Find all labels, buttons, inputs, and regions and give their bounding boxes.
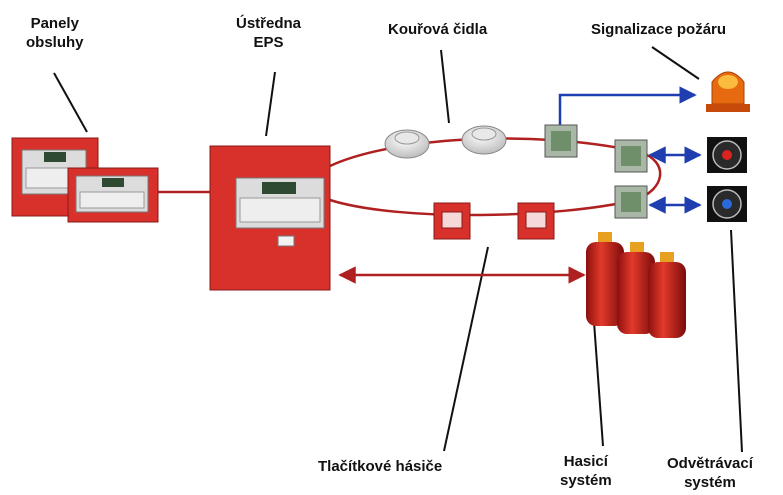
smoke-detector-icon [461, 125, 507, 155]
fan-icon [707, 137, 747, 173]
io-module-icon [614, 139, 648, 173]
call-points-label: Tlačítkové hásiče [318, 458, 443, 475]
pointer-vent [730, 229, 743, 453]
io-module-icon [544, 124, 578, 158]
extinguish-label-line1: Hasicí [563, 453, 608, 470]
smoke-detectors-label: Kouřová čidla [388, 21, 488, 38]
beacon-icon [706, 71, 750, 112]
pointer-panels [53, 72, 88, 133]
pointer-extinguish [593, 321, 604, 447]
manual-call-point-icon [517, 202, 555, 240]
gas-cylinder-icon [648, 252, 686, 338]
vent-label: Odvětrávací systém [667, 454, 753, 492]
central-unit-icon [209, 145, 331, 291]
panels-label-line2: obsluhy [26, 34, 84, 51]
panels-label-line1: Panely [30, 15, 79, 32]
fire-signal-label: Signalizace požáru [591, 21, 727, 38]
control-panel-icon [67, 167, 159, 223]
beacon-arrow [558, 86, 697, 125]
pointer-lines [53, 46, 743, 453]
manual-call-point-icon [433, 202, 471, 240]
fan-icon [707, 186, 747, 222]
pointer-buttons [443, 246, 489, 452]
central-label: Ústředna EPS [236, 14, 301, 52]
extinguish-label: Hasicí systém [560, 452, 612, 490]
control-wiring [558, 86, 702, 214]
central-label-line1: Ústředna [236, 15, 302, 32]
panels-label: Panely obsluhy [26, 14, 84, 52]
central-label-line2: EPS [253, 34, 284, 51]
gas-cylinder-icon [586, 232, 624, 326]
vent-label-line2: systém [684, 474, 736, 491]
vent-label-line1: Odvětrávací [667, 455, 753, 472]
smoke-detector-icon [384, 129, 430, 159]
extinguish-label-line2: systém [560, 472, 612, 489]
pointer-signal [651, 46, 700, 80]
pointer-central [265, 71, 276, 137]
io-module-icon [614, 185, 648, 219]
pointer-smoke [440, 49, 450, 124]
gas-cylinder-icon [617, 242, 655, 334]
